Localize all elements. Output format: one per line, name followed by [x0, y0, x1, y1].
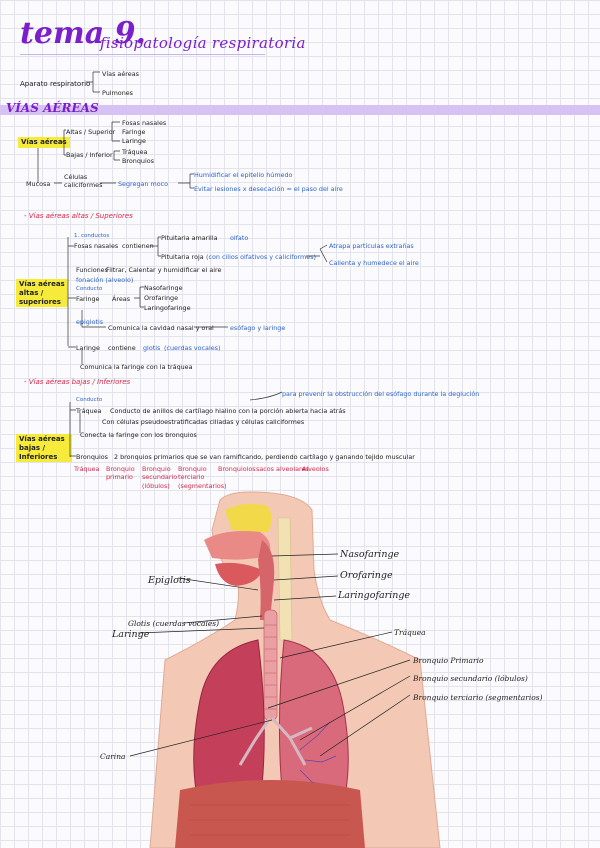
- label-larynx: Laringe: [112, 629, 149, 640]
- label-trachea: Tráquea: [394, 628, 426, 637]
- label-secondary-bronchus: Bronquio secundario (lóbulos): [413, 674, 528, 683]
- label-glottis: Glotis (cuerdas vocales): [128, 619, 219, 628]
- sinus-shape: [225, 504, 272, 532]
- label-oropharynx: Orofaringe: [340, 570, 393, 581]
- label-tertiary-bronchus: Bronquio terciario (segmentarios): [413, 693, 543, 702]
- respiratory-diagram: [0, 490, 600, 848]
- label-laryngopharynx: Laringofaringe: [338, 590, 410, 601]
- label-carina: Carina: [100, 752, 126, 761]
- label-primary-bronchus: Bronquio Primario: [413, 656, 484, 665]
- tree-connectors: [0, 0, 600, 500]
- trachea-tube: [264, 610, 277, 720]
- diaphragm: [175, 780, 365, 848]
- label-nasopharynx: Nasofaringe: [340, 549, 399, 560]
- label-epiglottis: Epiglotis: [148, 575, 191, 586]
